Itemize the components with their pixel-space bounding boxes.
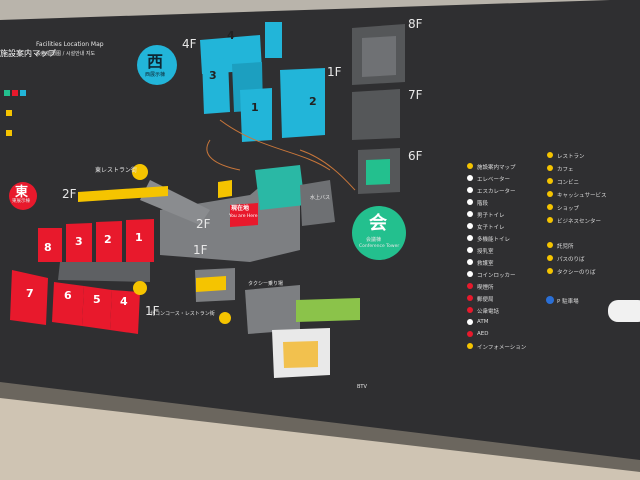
- upper-floor-boxes: [352, 24, 405, 194]
- floor-1f-top: 1F: [327, 65, 342, 79]
- legend-item: コインロッカー: [477, 273, 516, 279]
- legend-item: AED: [477, 331, 489, 337]
- label-taxi: タクシー乗り場: [248, 281, 284, 287]
- legend-item: 郵便局: [477, 297, 494, 303]
- west-badge: [137, 45, 177, 85]
- legend-item: タクシーのりば: [557, 270, 596, 276]
- legend-item: カフェ: [557, 167, 574, 173]
- east-badge: [9, 182, 37, 210]
- east-label: 東展示棟: [12, 199, 30, 204]
- legend-item: 施設案内マップ: [477, 165, 516, 171]
- hall-west-1: 1: [251, 101, 259, 114]
- label-east-restaurant: 東レストラン街: [95, 167, 138, 174]
- legend-item: コンビニ: [557, 180, 580, 186]
- hall-west-2: 2: [309, 95, 317, 108]
- legend-item: 公衆電話: [477, 309, 500, 315]
- floor-2f-left: 2F: [62, 187, 77, 201]
- sign-title-en: Facilities Location Map: [36, 41, 104, 48]
- west-label: 西展示棟: [145, 72, 166, 78]
- legend-item: 女子トイレ: [477, 225, 505, 231]
- walkway-line-2: [299, 149, 356, 191]
- left-edge-chips: [4, 90, 26, 136]
- legend-item: レストラン: [557, 154, 585, 160]
- legend-item: キャッシュサービス: [557, 193, 607, 199]
- you-are-here-en: You are Here: [229, 214, 258, 219]
- legend-item: 託児所: [557, 244, 574, 250]
- west-char: 西: [147, 52, 164, 71]
- hall-east-2: 2: [104, 233, 112, 246]
- legend-dots: [467, 152, 554, 349]
- conference-label-en: Conference Tower: [359, 244, 400, 249]
- hall-west-4: 4: [227, 29, 235, 42]
- hall-east-6: 6: [64, 289, 72, 302]
- legend-item: 男子トイレ: [477, 213, 505, 219]
- conference-label: 会議棟: [366, 237, 382, 243]
- east-char: 東: [15, 185, 29, 200]
- legend-item: インフォメーション: [477, 345, 527, 351]
- legend-item: 階段: [477, 201, 489, 207]
- hall-east-7: 7: [26, 287, 34, 300]
- label-btv: BTV: [357, 384, 367, 390]
- floor-8f: 8F: [408, 17, 423, 31]
- floor-7f: 7F: [408, 88, 423, 102]
- legend-item: 授乳室: [477, 249, 494, 255]
- walkway-line-3: [206, 139, 241, 171]
- legend-item: 救護室: [477, 261, 494, 267]
- floor-6f: 6F: [408, 149, 423, 163]
- hall-east-1: 1: [135, 231, 143, 244]
- board-base: [0, 380, 640, 472]
- legend-item: P 駐車場: [557, 299, 579, 305]
- legend-item: ショップ: [557, 206, 580, 212]
- restaurant-strips: [78, 164, 232, 324]
- legend-item: 多機能トイレ: [477, 237, 511, 243]
- legend-item: パスのりば: [557, 257, 585, 263]
- sign-title: 施設案内マップ: [0, 49, 56, 58]
- legend-item: ATM: [477, 319, 489, 325]
- floor-1f-bottom: 1F: [145, 304, 160, 318]
- hall-east-4: 4: [120, 295, 128, 308]
- white-table: [608, 300, 640, 322]
- conference-badge: [352, 206, 406, 260]
- conference-char: 会: [369, 213, 387, 234]
- label-food-court: 北コンコース・レストラン街: [150, 311, 215, 317]
- hall-east-8: 8: [44, 241, 52, 254]
- you-are-here-jp: 現在地: [231, 205, 250, 212]
- west-halls: [200, 22, 325, 142]
- walkway-line: [219, 119, 331, 171]
- east-halls: [10, 219, 154, 334]
- hall-east-3: 3: [75, 235, 83, 248]
- legend-item: エスカレーター: [477, 189, 516, 195]
- sign-title-sub: 设施指南图 / 시설안내 지도: [36, 51, 96, 57]
- legend-item: 喫煙所: [477, 285, 494, 291]
- floor-1f-mid: 1F: [193, 243, 208, 257]
- label-bus: 水上バス: [310, 195, 331, 201]
- map-board: [0, 0, 640, 460]
- floor-2f-mid: 2F: [196, 217, 211, 231]
- hall-west-3: 3: [209, 69, 217, 82]
- floor-4f: 4F: [182, 37, 197, 51]
- hall-east-5: 5: [93, 293, 101, 306]
- legend-item: ビジネスセンター: [557, 219, 602, 225]
- legend-item: エレベーター: [477, 177, 511, 183]
